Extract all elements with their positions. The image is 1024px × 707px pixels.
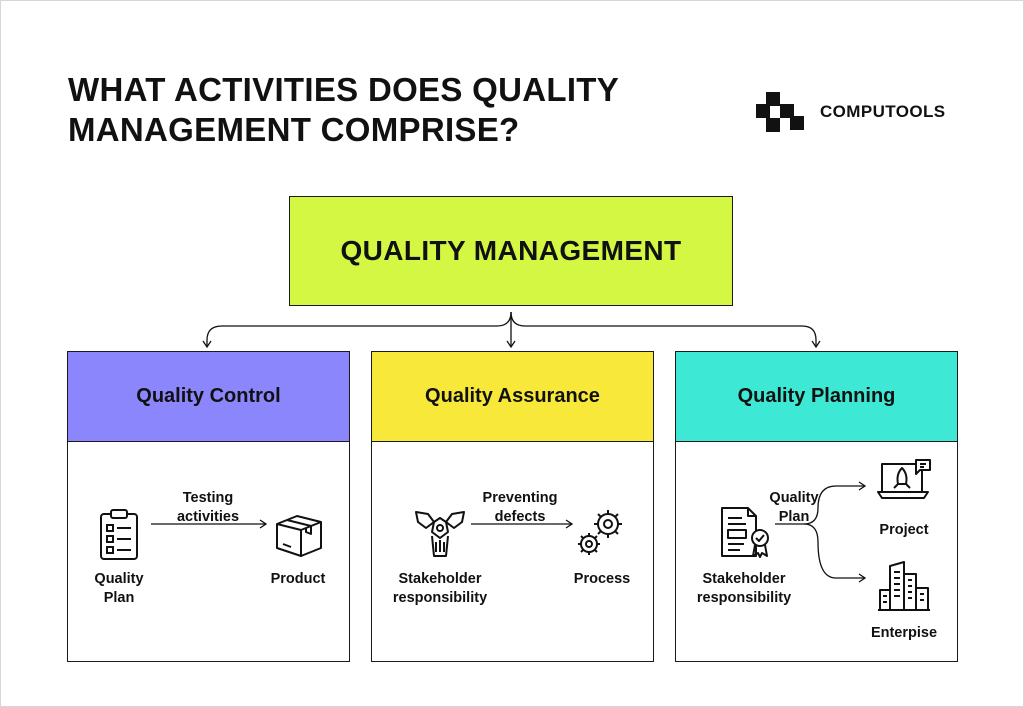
certificate-document-icon bbox=[716, 504, 774, 562]
quality-planning-edge-label: Quality Plan bbox=[769, 490, 819, 525]
brand: COMPUTOOLS bbox=[756, 92, 946, 132]
quality-assurance-header: Quality Assurance bbox=[372, 352, 653, 442]
quality-assurance-title: Quality Assurance bbox=[425, 385, 600, 407]
quality-planning-source-label: Stakeholder responsibility bbox=[696, 571, 792, 606]
quality-planning-body: Stakeholder responsibility Quality Plan bbox=[676, 442, 957, 662]
product-label: Product bbox=[270, 571, 326, 587]
quality-assurance-arrow bbox=[471, 519, 574, 529]
process-label: Process bbox=[573, 571, 631, 587]
quality-assurance-source-label: Stakeholder responsibility bbox=[392, 571, 488, 606]
enterprise-label: Enterpise bbox=[870, 625, 938, 641]
box-icon bbox=[273, 510, 325, 560]
page-title: WHAT ACTIVITIES DOES QUALITY MANAGEMENT … bbox=[68, 70, 708, 150]
quality-management-box: QUALITY MANAGEMENT bbox=[289, 196, 733, 306]
project-label: Project bbox=[879, 522, 929, 538]
quality-control-source-label: Quality Plan bbox=[94, 571, 144, 606]
quality-planning-header: Quality Planning bbox=[676, 352, 957, 442]
quality-control-title: Quality Control bbox=[136, 385, 281, 407]
quality-control-body: Quality Plan Testing activities Product bbox=[68, 442, 349, 662]
brand-name: COMPUTOOLS bbox=[820, 102, 946, 121]
title-line-2: MANAGEMENT COMPRISE? bbox=[68, 111, 520, 148]
column-quality-planning: Quality Planning Stakeholder responsibil… bbox=[675, 351, 958, 662]
clipboard-checklist-icon bbox=[98, 508, 142, 562]
quality-control-edge-label: Testing activities bbox=[176, 490, 240, 525]
computools-logo-icon bbox=[756, 92, 804, 132]
joined-hands-icon bbox=[412, 506, 468, 562]
quality-management-label: QUALITY MANAGEMENT bbox=[340, 235, 682, 266]
gears-icon bbox=[574, 504, 630, 560]
quality-control-header: Quality Control bbox=[68, 352, 349, 442]
column-quality-assurance: Quality Assurance Stakeholder responsibi… bbox=[371, 351, 654, 662]
column-quality-control: Quality Control Quality Plan Testing act… bbox=[67, 351, 350, 662]
quality-assurance-edge-label: Preventing defects bbox=[482, 490, 558, 525]
quality-control-arrow bbox=[151, 519, 268, 529]
quality-planning-title: Quality Planning bbox=[737, 385, 896, 407]
title-line-1: WHAT ACTIVITIES DOES QUALITY bbox=[68, 71, 620, 108]
root-connectors bbox=[202, 311, 821, 349]
laptop-rocket-icon bbox=[876, 456, 932, 506]
quality-assurance-body: Stakeholder responsibility Preventing de… bbox=[372, 442, 653, 662]
office-buildings-icon bbox=[876, 560, 932, 612]
quality-planning-branch-arrows bbox=[775, 481, 867, 583]
